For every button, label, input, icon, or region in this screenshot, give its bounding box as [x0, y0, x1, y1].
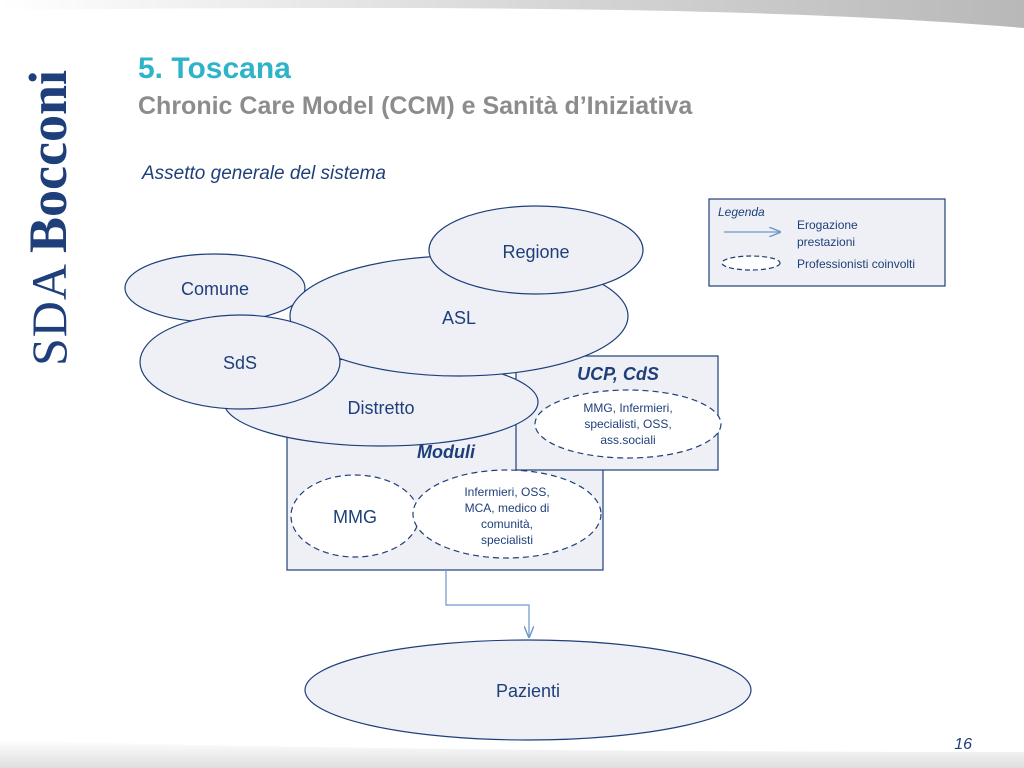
regione-label: Regione [502, 242, 569, 262]
legend-dashed-label: Professionisti coinvolti [797, 257, 915, 271]
legend-arrow-label-2: prestazioni [797, 235, 855, 249]
ucp-professionals-ellipse [534, 389, 722, 459]
legend-dashed-ellipse-icon [721, 255, 781, 271]
moduli-professionals-line-2: MCA, medico di [465, 501, 550, 515]
section-title: Assetto generale del sistema [142, 163, 386, 184]
ucp-professionals-line-1: MMG, Infermieri, [583, 401, 672, 415]
pazienti-label: Pazienti [496, 681, 560, 701]
ucp-professionals-line-3: ass.sociali [600, 433, 655, 447]
legend-title: Legenda [718, 205, 765, 219]
legend-arrow-label-1: Erogazione [797, 218, 858, 232]
erogazione-arrow [445, 570, 529, 637]
asl-label: ASL [442, 308, 476, 328]
mmg-label: MMG [333, 507, 377, 527]
moduli-professionals-line-4: specialisti [481, 533, 533, 547]
moduli-title: Moduli [417, 442, 476, 462]
slide-title: 5. Toscana [138, 52, 291, 85]
distretto-label: Distretto [347, 398, 414, 418]
moduli-professionals-ellipse [412, 469, 602, 559]
comune-label: Comune [181, 279, 249, 299]
moduli-professionals-line-1: Infermieri, OSS, [464, 485, 549, 499]
ucp-professionals-line-2: specialisti, OSS, [584, 417, 671, 431]
ucp-title: UCP, CdS [577, 364, 659, 384]
pazienti-ellipse [304, 639, 752, 741]
regione-ellipse [428, 205, 644, 295]
moduli-professionals-line-3: comunità, [481, 517, 533, 531]
legend: Legenda Erogazione prestazioni Professio… [708, 198, 946, 287]
slide-subtitle: Chronic Care Model (CCM) e Sanità d’Iniz… [138, 92, 693, 120]
page-number: 16 [954, 736, 972, 753]
legend-box [708, 198, 946, 287]
sds-label: SdS [223, 353, 257, 373]
sds-ellipse [139, 314, 341, 410]
